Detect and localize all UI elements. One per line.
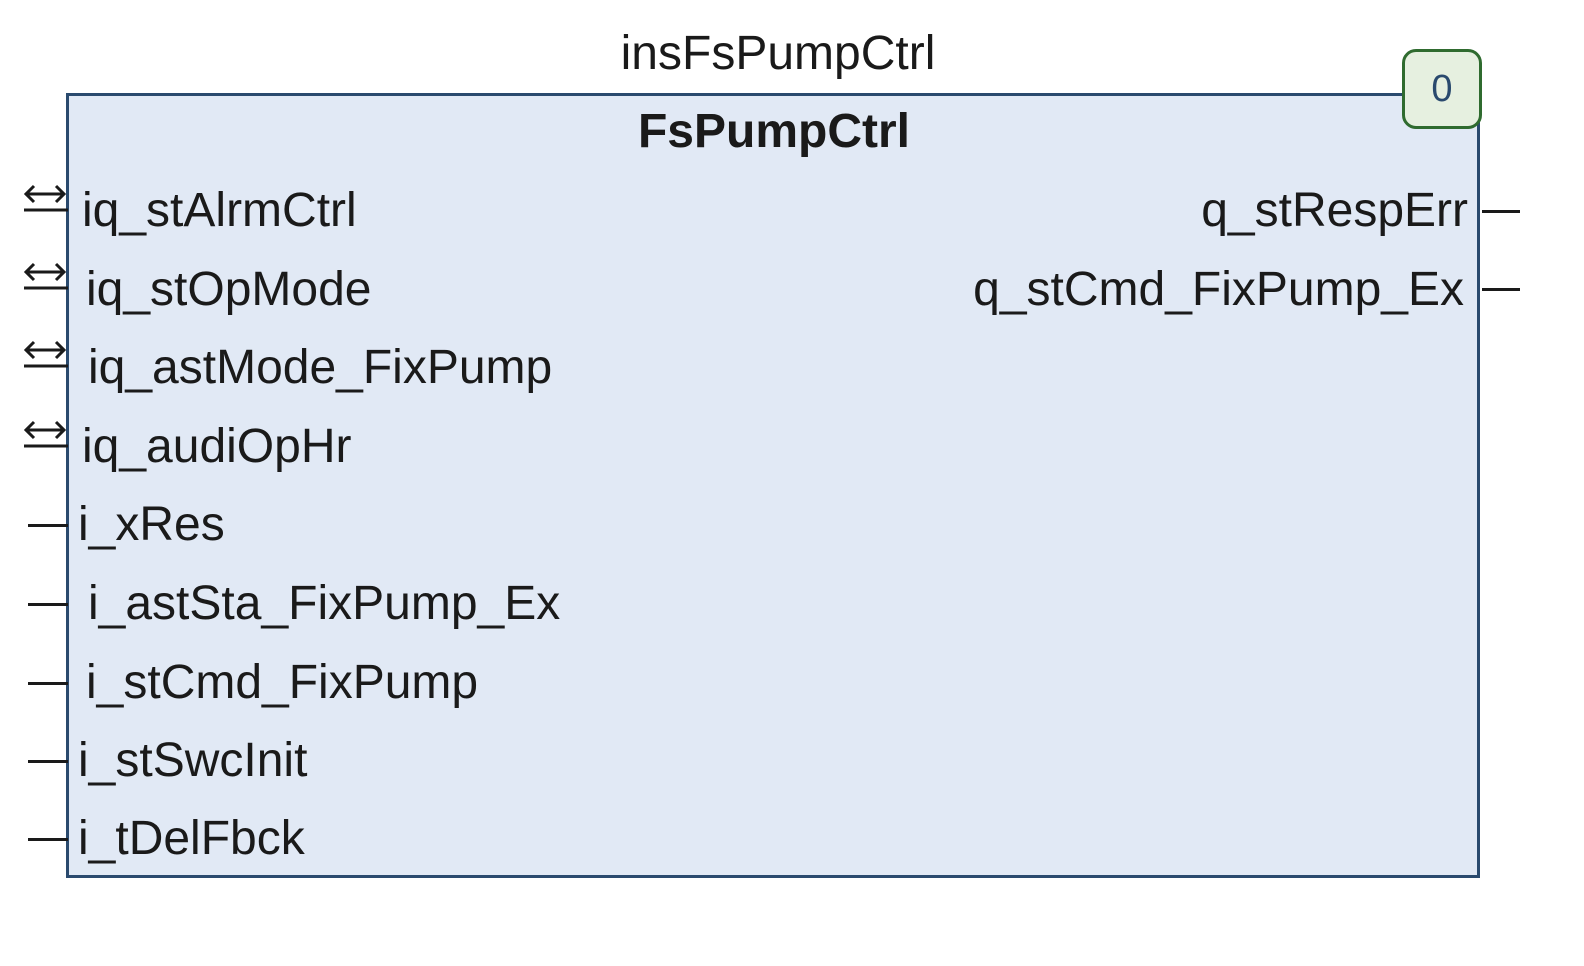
function-block-body[interactable] — [66, 93, 1480, 878]
instance-name-label: insFsPumpCtrl — [620, 27, 936, 80]
output-pin-q-stCmd-FixPump-Ex[interactable]: q_stCmd_FixPump_Ex — [973, 263, 1464, 316]
input-pin-i-stSwcInit[interactable]: i_stSwcInit — [78, 734, 308, 787]
inout-pin-iq-audiOpHr[interactable]: iq_audiOpHr — [82, 420, 352, 473]
output-pin-line — [1482, 288, 1520, 291]
input-pin-line — [28, 524, 68, 527]
input-pin-i-stCmd-FixPump[interactable]: i_stCmd_FixPump — [86, 656, 479, 709]
bidirectional-arrow-icon — [23, 420, 68, 448]
output-pin-q-stRespErr[interactable]: q_stRespErr — [1201, 184, 1468, 237]
inout-pin-iq-stOpMode[interactable]: iq_stOpMode — [86, 263, 372, 316]
input-pin-i-xRes[interactable]: i_xRes — [78, 498, 225, 551]
execution-order-badge[interactable]: 0 — [1402, 49, 1482, 129]
bidirectional-arrow-icon — [23, 184, 68, 212]
block-type-label: FsPumpCtrl — [637, 105, 910, 158]
inout-pin-iq-astMode-FixPump[interactable]: iq_astMode_FixPump — [88, 341, 553, 394]
block-type-title: FsPumpCtrl — [0, 104, 1584, 160]
input-pin-line — [28, 682, 68, 685]
input-pin-line — [28, 838, 68, 841]
input-pin-line — [28, 603, 68, 606]
instance-name[interactable]: insFsPumpCtrl — [0, 26, 1584, 82]
bidirectional-arrow-icon — [23, 262, 68, 290]
input-pin-i-astSta-FixPump-Ex[interactable]: i_astSta_FixPump_Ex — [88, 577, 561, 630]
inout-pin-iq-stAlrmCtrl[interactable]: iq_stAlrmCtrl — [82, 184, 357, 237]
output-pin-line — [1482, 210, 1520, 213]
bidirectional-arrow-icon — [23, 340, 68, 368]
input-pin-line — [28, 760, 68, 763]
input-pin-i-tDelFbck[interactable]: i_tDelFbck — [78, 812, 305, 865]
